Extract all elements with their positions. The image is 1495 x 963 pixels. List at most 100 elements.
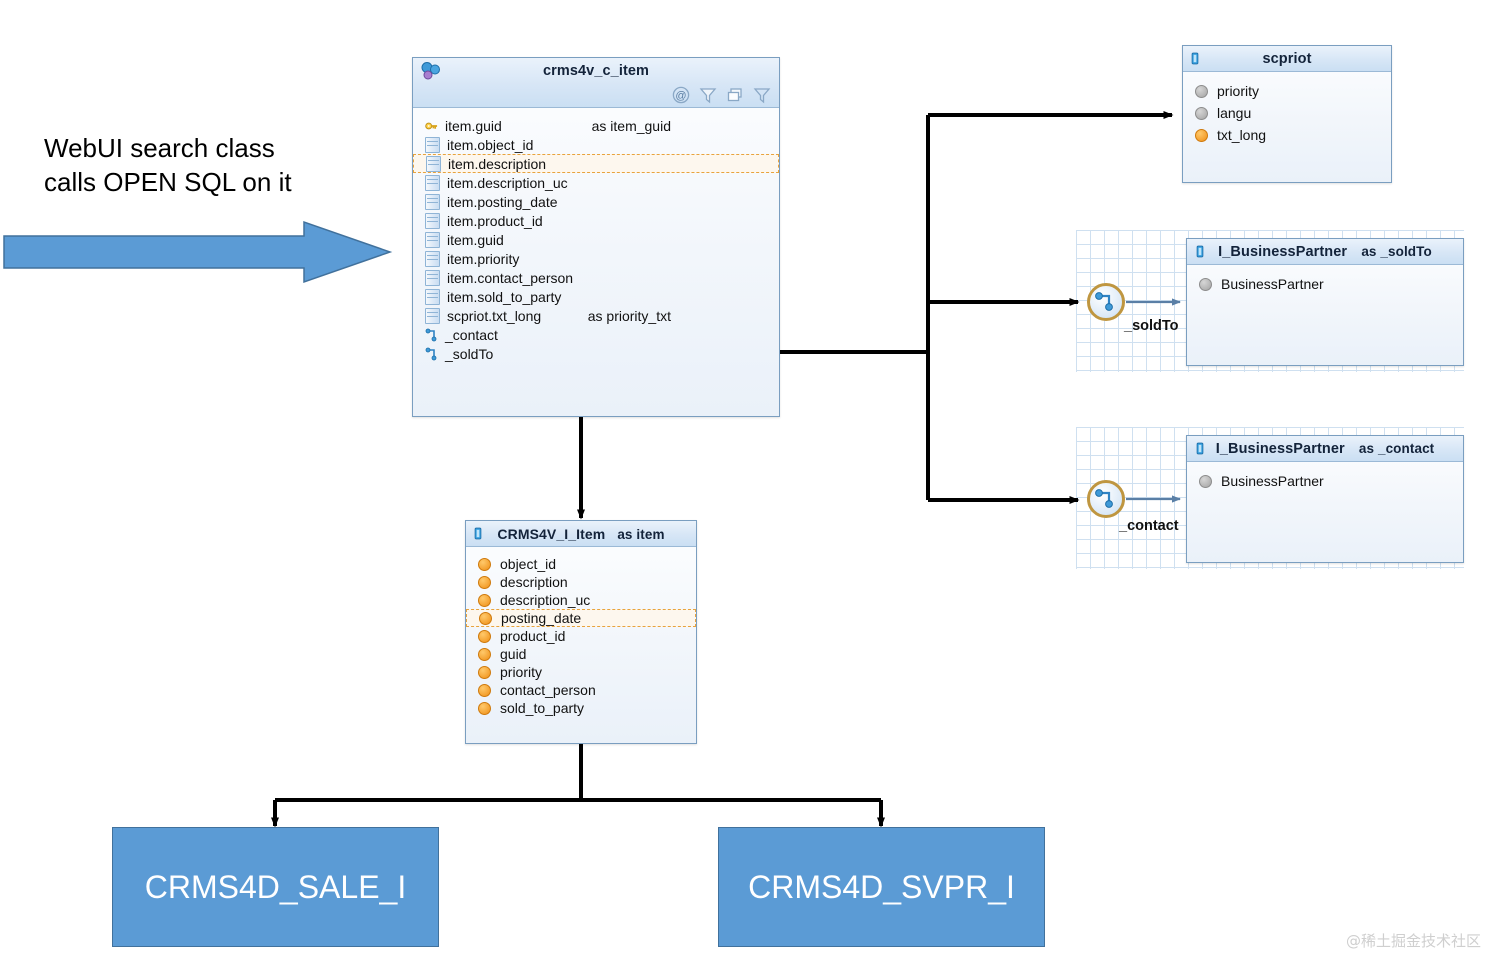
field-row[interactable]: BusinessPartner [1187, 470, 1463, 492]
field-row[interactable]: item.priority [413, 249, 779, 268]
entity-field-list: BusinessPartner [1187, 265, 1463, 299]
field-row[interactable]: object_id [466, 555, 696, 573]
orange-dot-icon [479, 611, 492, 625]
entity-title: I_BusinessPartner as _soldTo [1187, 244, 1463, 260]
entity-header: CRMS4V_I_Item as item [466, 521, 696, 547]
entity-title-text: I_BusinessPartner [1218, 243, 1348, 260]
entity-title-text: CRMS4V_I_Item [497, 525, 606, 542]
association-label-soldto: _soldTo [1124, 318, 1179, 334]
field-name: item.description [448, 155, 547, 172]
column-icon [425, 269, 440, 286]
field-name: BusinessPartner [1221, 473, 1324, 489]
orange-dot-icon [478, 665, 491, 679]
field-name: item.posting_date [447, 193, 558, 210]
field-row[interactable]: description [466, 573, 696, 591]
column-icon [425, 174, 440, 191]
table-icon [1187, 245, 1213, 258]
orange-dot-icon [478, 683, 491, 697]
annotation-text: WebUI search class calls OPEN SQL on it [44, 131, 384, 200]
gray-dot-icon [1199, 474, 1212, 488]
filter-icon[interactable] [699, 86, 717, 109]
field-row[interactable]: item.contact_person [413, 268, 779, 287]
field-row[interactable]: sold_to_party [466, 699, 696, 717]
field-name: guid [500, 646, 527, 662]
column-icon [425, 307, 440, 324]
entity-crms4v-c-item[interactable]: crms4v_c_item @ [412, 57, 780, 417]
field-row[interactable]: priority [466, 663, 696, 681]
field-row[interactable]: item.guid [413, 230, 779, 249]
entity-field-list: BusinessPartner [1187, 462, 1463, 496]
orange-dot-icon [478, 557, 491, 571]
column-icon [426, 155, 441, 172]
column-icon [425, 193, 440, 210]
big-blue-right-arrow-icon [3, 220, 393, 284]
entity-title: crms4v_c_item [542, 62, 650, 79]
table-icon [1183, 52, 1207, 65]
field-row[interactable]: posting_date [466, 609, 696, 627]
field-row[interactable]: _contact [413, 325, 779, 344]
entity-i-businesspartner-contact[interactable]: I_BusinessPartner as _contact BusinessPa… [1186, 435, 1464, 563]
gray-dot-icon [1195, 106, 1208, 120]
field-row[interactable]: txt_long [1183, 124, 1391, 146]
entity-header: I_BusinessPartner as _contact [1187, 436, 1463, 462]
field-row[interactable]: BusinessPartner [1187, 273, 1463, 295]
entity-alias: as _soldTo [1361, 243, 1432, 259]
entity-title: scpriot [1262, 50, 1312, 67]
field-row[interactable]: item.description [413, 154, 779, 173]
field-alias: as item_guid [591, 117, 671, 134]
field-row[interactable]: item.product_id [413, 211, 779, 230]
association-icon [425, 328, 438, 342]
entity-i-businesspartner-soldto[interactable]: I_BusinessPartner as _soldTo BusinessPar… [1186, 238, 1464, 366]
field-row[interactable]: item.object_id [413, 135, 779, 154]
field-row[interactable]: priority [1183, 80, 1391, 102]
field-name: description [500, 574, 568, 590]
entity-title-text: I_BusinessPartner [1215, 440, 1345, 457]
field-row[interactable]: guid [466, 645, 696, 663]
field-row[interactable]: product_id [466, 627, 696, 645]
table-icon [1187, 442, 1213, 455]
watermark: @稀土掘金技术社区 [1345, 932, 1481, 950]
field-name: scpriot.txt_long [447, 307, 542, 324]
copy-layers-icon[interactable] [726, 86, 744, 109]
field-row[interactable]: item.description_uc [413, 173, 779, 192]
entity-header: scpriot [1183, 46, 1391, 72]
association-circle-icon-soldto[interactable] [1087, 283, 1125, 321]
field-row[interactable]: description_uc [466, 591, 696, 609]
association-circle-icon-contact[interactable] [1087, 480, 1125, 518]
field-row[interactable]: item.posting_date [413, 192, 779, 211]
entity-alias: as _contact [1358, 440, 1435, 456]
field-name: item.contact_person [447, 269, 574, 286]
field-row[interactable]: item.sold_to_party [413, 287, 779, 306]
field-name: _soldTo [445, 345, 494, 362]
entity-toolbar: @ [672, 86, 771, 109]
association-icon [425, 347, 438, 361]
table-crms4d-sale-i[interactable]: CRMS4D_SALE_I [112, 827, 439, 947]
orange-dot-icon [478, 701, 491, 715]
column-icon [425, 136, 440, 153]
field-row[interactable]: contact_person [466, 681, 696, 699]
field-name: description_uc [500, 592, 591, 608]
table-icon [466, 527, 490, 540]
table-crms4d-svpr-i[interactable]: CRMS4D_SVPR_I [718, 827, 1045, 947]
filter-outline-icon[interactable] [753, 86, 771, 109]
field-name: item.product_id [447, 212, 543, 229]
field-row[interactable]: langu [1183, 102, 1391, 124]
orange-dot-icon [478, 647, 491, 661]
field-name: item.guid [447, 231, 504, 248]
field-name: item.priority [447, 250, 520, 267]
annotation-at-icon[interactable]: @ [672, 86, 690, 109]
field-name: item.description_uc [447, 174, 568, 191]
field-name: _contact [445, 326, 498, 343]
field-name: sold_to_party [500, 700, 585, 716]
entity-title: I_BusinessPartner as _contact [1187, 441, 1463, 457]
field-row[interactable]: _soldTo [413, 344, 779, 363]
